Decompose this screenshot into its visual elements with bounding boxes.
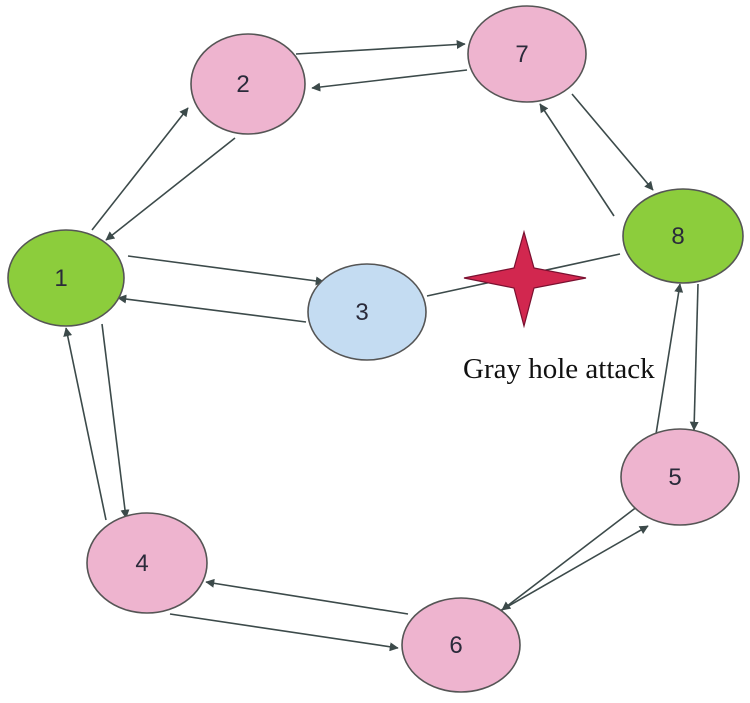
node-7-label: 7 — [515, 41, 528, 68]
node-1: 1 — [7, 229, 125, 327]
edge-6-to-4 — [205, 578, 409, 615]
node-5: 5 — [620, 428, 740, 526]
edge-7-to-8 — [571, 93, 654, 191]
node-6-label: 6 — [449, 632, 462, 659]
node-7-circle — [467, 5, 587, 103]
edge-5-to-8 — [655, 283, 684, 435]
node-1-label: 1 — [54, 265, 67, 292]
gray-hole-attack: Gray hole attack — [463, 229, 655, 385]
edge-3-to-1 — [117, 294, 307, 323]
node-4: 4 — [86, 512, 208, 614]
edge-4-to-1 — [63, 327, 107, 521]
node-3-label: 3 — [355, 299, 368, 326]
edge-1-to-3 — [127, 255, 325, 286]
edge-4-to-6 — [169, 613, 399, 652]
edge-1-to-2 — [91, 107, 189, 231]
node-6: 6 — [401, 597, 521, 693]
node-4-label: 4 — [135, 550, 148, 577]
node-6-circle — [401, 597, 521, 693]
node-2-label: 2 — [236, 71, 249, 98]
node-2: 2 — [190, 33, 306, 135]
edge-2-to-7 — [295, 39, 466, 55]
edge-8-to-7 — [539, 103, 615, 217]
node-8-circle — [622, 188, 744, 284]
four-point-star-icon — [463, 229, 587, 329]
edge-6-to-5 — [497, 525, 649, 613]
node-7: 7 — [467, 5, 587, 103]
node-5-circle — [620, 428, 740, 526]
edge-5-to-6 — [501, 505, 639, 611]
attack-label: Gray hole attack — [463, 353, 655, 385]
node-8-label: 8 — [671, 223, 684, 250]
nodes-layer: 1 2 3 4 5 6 7 8 — [7, 5, 744, 693]
edge-1-to-4 — [101, 323, 130, 519]
edge-2-to-1 — [105, 137, 236, 241]
edge-7-to-2 — [311, 69, 468, 92]
node-8: 8 — [622, 188, 744, 284]
node-2-circle — [190, 33, 306, 135]
node-3: 3 — [307, 263, 427, 361]
node-1-circle — [7, 229, 125, 327]
node-4-circle — [86, 512, 208, 614]
node-3-circle — [307, 263, 427, 361]
node-5-label: 5 — [668, 464, 681, 491]
edges-layer — [63, 39, 699, 652]
edge-8-to-5 — [689, 283, 699, 431]
